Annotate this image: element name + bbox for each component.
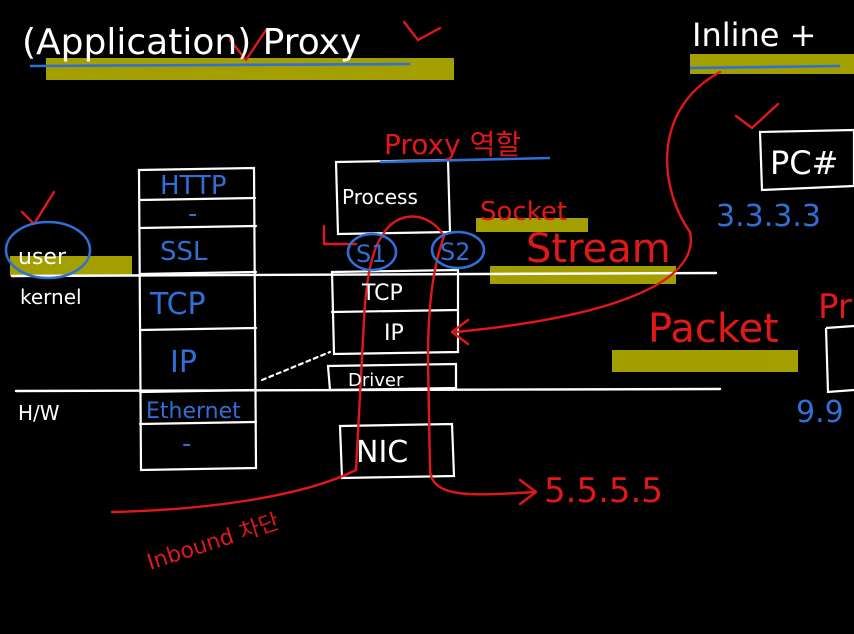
socket1-circle: [346, 232, 398, 272]
left-stack-divider-4: [138, 326, 258, 332]
packet-label: Packet: [648, 306, 779, 352]
inline-title: Inline +: [692, 16, 816, 54]
left-stack-divider-1: [138, 196, 257, 202]
partial-pr: Pr: [818, 287, 852, 327]
left-stack-labels: HTTP - SSL TCP IP Ethernet -: [146, 171, 241, 459]
proxy-nic: NIC: [356, 435, 408, 470]
proxy-tcp: TCP: [361, 281, 403, 306]
user-circle: [4, 220, 92, 280]
highlight-packet: [612, 350, 798, 372]
stack-dash-2: -: [182, 429, 191, 459]
stream-curve: [454, 70, 722, 334]
pc-box-partial-right: [824, 324, 854, 394]
pc-ip: 3.3.3.3: [716, 199, 821, 234]
process-bracket: [322, 224, 358, 246]
proxy-driver: Driver: [348, 370, 404, 391]
title-underline: [29, 62, 411, 68]
page-title: (Application) Proxy: [22, 22, 361, 63]
user-kernel-boundary: [10, 271, 718, 278]
check-title: [228, 28, 268, 62]
left-stack-divider-5: [138, 388, 258, 394]
layer-user: user: [18, 245, 67, 270]
socket2-label: S2: [440, 238, 471, 266]
socket-label: Socket: [480, 197, 567, 227]
proxy-role-underline: [379, 156, 551, 164]
stack-ssl: SSL: [160, 237, 208, 267]
pc-partial-ip: 9.9: [796, 395, 844, 430]
blue-circles: [4, 62, 841, 280]
highlight-inline: [690, 54, 854, 74]
target-ip: 5.5.5.5: [544, 471, 663, 511]
inbound-label: Inbound 차단: [144, 510, 282, 576]
target-arrow-head: [518, 478, 538, 506]
check-user: [20, 190, 56, 226]
stack-tcp: TCP: [149, 287, 206, 322]
proxy-nic-box: [338, 422, 456, 480]
stack-dash-1: -: [188, 199, 197, 229]
proxy-process: Process: [342, 185, 418, 209]
proxy-stack-box: [260, 158, 460, 480]
packet-route-arrow: [110, 215, 536, 514]
layer-hw: H/W: [18, 401, 60, 425]
stack-ip: IP: [170, 345, 197, 380]
stack-ethernet: Ethernet: [146, 399, 241, 424]
left-stack-divider-3: [138, 270, 258, 276]
stack-http: HTTP: [160, 171, 227, 201]
left-stack-box: [137, 166, 258, 472]
pc-label: PC#: [770, 144, 838, 182]
proxy-dashed-link: [260, 350, 332, 382]
inline-underline: [689, 64, 841, 70]
socket1-label: S1: [356, 240, 387, 268]
stream-arrow-head: [450, 318, 470, 346]
proxy-ip: IP: [384, 321, 404, 346]
left-stack-divider-6: [138, 420, 258, 426]
left-stack-divider-2: [138, 224, 258, 230]
highlight-user: [10, 256, 132, 276]
proxy-driver-box: [326, 362, 458, 392]
highlight-stream: [490, 266, 676, 284]
check-pc: [734, 102, 780, 130]
left-stack-outline: [137, 166, 258, 472]
proxy-divider-tcp-ip: [330, 308, 460, 314]
pc-box: [758, 128, 854, 394]
proxy-kernel-box: [330, 268, 460, 356]
highlight-socket: [476, 218, 588, 232]
check-title-2: [402, 20, 442, 42]
stream-label: Stream: [526, 226, 671, 272]
proxy-role: Proxy 역할: [384, 128, 521, 161]
pc-box-outline: [758, 128, 854, 192]
layer-kernel: kernel: [20, 285, 82, 309]
socket2-circle: [430, 230, 486, 270]
